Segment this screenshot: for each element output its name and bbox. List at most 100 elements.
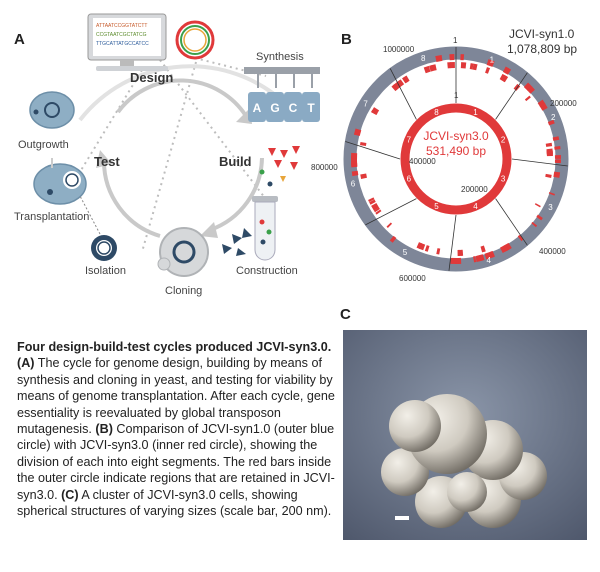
construction-arrows-icon (222, 228, 252, 256)
outgrowth-cell-icon (29, 91, 75, 129)
retained-region-bar (531, 221, 538, 228)
retained-region-bar (423, 65, 431, 74)
caption-title: Four design-build-test cycles produced J… (17, 340, 332, 354)
retained-region-bar (500, 244, 509, 254)
retained-region-bar (502, 75, 509, 83)
segment-connector-line (495, 198, 528, 246)
retained-region-bar (472, 63, 478, 71)
retained-region-bar (534, 203, 541, 208)
retained-region-bar (392, 81, 402, 91)
base-c: C (289, 101, 298, 115)
dna-fragments-icon (259, 146, 300, 187)
outer-genome-size: 1,078,809 bp (507, 42, 577, 56)
retained-region-bar (369, 199, 376, 205)
retained-region-bar (351, 160, 358, 165)
outer-segment-label: 7 (363, 100, 368, 109)
retained-region-bar (547, 119, 555, 126)
retained-region-bar (460, 62, 467, 69)
retained-region-bar (450, 62, 455, 69)
outer-tick-1: 1 (453, 36, 458, 45)
caption-b-ref: (B) (95, 422, 113, 437)
segment-connector-line (389, 68, 417, 120)
transplantation-label: Transplantation (14, 211, 89, 223)
cloning-label: Cloning (165, 285, 202, 297)
retained-region-bars (351, 54, 561, 264)
outer-tick-800000: 800000 (311, 163, 338, 172)
synthesis-bar (244, 67, 320, 88)
retained-region-bar (449, 54, 455, 61)
retained-region-bar (435, 54, 443, 62)
inner-segment-label: 3 (501, 175, 506, 184)
retained-region-bar (524, 95, 531, 102)
outer-tick-400000: 400000 (539, 247, 566, 256)
retained-region-bar (458, 257, 462, 264)
retained-region-bar (351, 170, 359, 177)
retained-region-bar (371, 110, 378, 116)
retained-region-bar (554, 155, 561, 159)
inner-genome-name: JCVI-syn3.0 (423, 129, 489, 143)
base-g: G (270, 101, 279, 115)
stage-test-label: Test (94, 154, 120, 169)
isolation-icon (91, 235, 117, 261)
segment-connector-line (495, 72, 528, 120)
retained-region-bar (554, 159, 561, 164)
outer-tick-200000: 200000 (550, 99, 577, 108)
outer-cycle-ring (78, 64, 292, 122)
panel-a-letter: A (14, 31, 25, 48)
segment-connector-line (345, 141, 401, 160)
retained-region-bar (536, 214, 543, 221)
base-a: A (253, 101, 262, 115)
scale-bar (395, 516, 409, 520)
inner-segment-label: 2 (501, 135, 506, 144)
caption-a-text: The cycle for genome design, building by… (17, 356, 335, 437)
retained-region-bar (373, 207, 380, 213)
retained-region-bar (545, 142, 553, 147)
retained-region-bar (402, 75, 410, 83)
inner-segment-label: 1 (473, 108, 478, 117)
retained-region-bar (552, 136, 560, 141)
stage-design-label: Design (130, 70, 173, 85)
segment-connector-line (448, 214, 457, 271)
cell-spheres (381, 394, 547, 528)
retained-region-bar (473, 256, 477, 263)
retained-region-bar (485, 67, 491, 74)
retained-region-bar (418, 243, 426, 251)
inner-tick-200000: 200000 (461, 185, 488, 194)
cycle-arrows (101, 78, 264, 238)
retained-region-bar (537, 99, 546, 108)
retained-region-bar (424, 245, 430, 252)
outer-tick-1000000: 1000000 (383, 45, 415, 54)
retained-region-bar (457, 249, 460, 256)
plasmid-ring-icon (175, 20, 215, 60)
outer-segment-label: 6 (351, 180, 356, 189)
panel-b-genome-map: B JCVI-syn1.0 1,078,809 bp JCVI-syn3.0 5… (311, 27, 577, 283)
base-t: T (307, 101, 315, 115)
inner-tick-400000: 400000 (409, 157, 436, 166)
outer-tick-600000: 600000 (399, 274, 426, 283)
inner-segment-label: 5 (434, 202, 439, 211)
segment-connector-lines (345, 47, 568, 271)
outer-segment-label: 1 (490, 55, 495, 64)
retained-region-bar (389, 235, 397, 243)
transplant-arrow (79, 195, 101, 235)
inner-tick-1: 1 (454, 91, 459, 100)
retained-region-bar (545, 173, 552, 178)
panel-b-letter: B (341, 31, 352, 48)
transplantation-cell-icon (33, 163, 87, 205)
retained-region-bar (539, 102, 548, 111)
retained-region-bar (486, 59, 495, 67)
outer-segment-label: 4 (487, 256, 492, 265)
inner-segment-label: 6 (407, 175, 412, 184)
construction-label: Construction (236, 265, 298, 277)
retained-region-bar (353, 128, 362, 137)
retained-region-bar (501, 74, 506, 81)
retained-region-bar (480, 245, 486, 253)
retained-region-bar (548, 191, 556, 196)
caption-c-text: A cluster of JCVI-syn3.0 cells, showing … (17, 487, 332, 519)
retained-region-bar (554, 146, 561, 150)
caption-a-ref: (A) (17, 356, 35, 371)
caption-c-ref: (C) (61, 487, 79, 502)
inner-genome-size: 531,490 bp (426, 144, 486, 158)
retained-region-bar (526, 85, 535, 94)
